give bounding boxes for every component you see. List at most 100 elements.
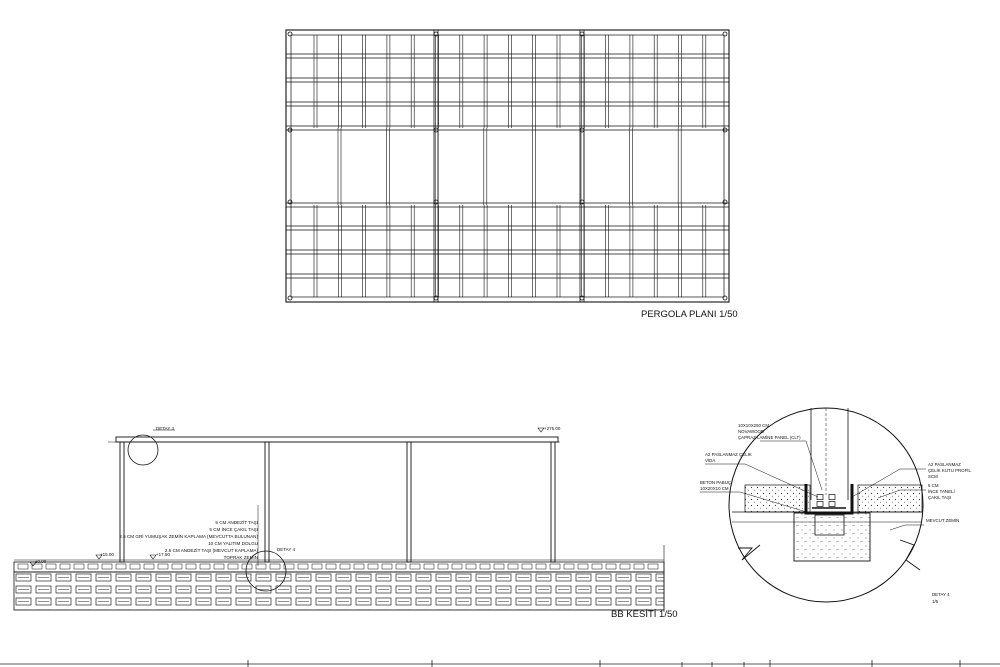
- detail-break-left: [738, 544, 761, 561]
- detail-label: VİDA: [705, 458, 715, 463]
- detail-leader: [851, 468, 926, 498]
- level-zero: ±0.00: [35, 559, 47, 564]
- section-deck-stone: [213, 563, 225, 570]
- section-deck-stone: [493, 563, 505, 570]
- detail-leader: [705, 463, 819, 498]
- plan-post: [579, 199, 585, 205]
- level-marker: [29, 561, 37, 567]
- detail-label: İNCE TANELİ: [928, 489, 955, 494]
- section-column: [119, 441, 125, 563]
- section-deck-stone: [423, 563, 435, 570]
- section-roof-beam: [115, 436, 559, 443]
- section-deck-stone: [227, 563, 239, 570]
- section-deck-stone: [45, 563, 57, 570]
- detail-gravel-left: [744, 484, 811, 513]
- detail-3-callout: [127, 434, 159, 466]
- section-deck-stone: [115, 563, 127, 570]
- section-deck-stone: [31, 563, 43, 570]
- section-deck-stone: [59, 563, 71, 570]
- plan-post: [722, 127, 728, 133]
- section-deck-stone: [283, 563, 295, 570]
- plan-title: PERGOLA PLANI 1/50: [641, 309, 738, 320]
- plan-post: [287, 127, 293, 133]
- section-deck-stone: [339, 563, 351, 570]
- section-deck-stone: [353, 563, 365, 570]
- layer-label: 5 CM ANDEZİT TAŞI: [215, 519, 258, 525]
- section-deck-stone: [157, 563, 169, 570]
- section-deck-stone: [87, 563, 99, 570]
- layer-label: 5 CM İNCE ÇAKIL TAŞI: [209, 526, 258, 532]
- detail-tag: DETAY 4: [932, 592, 950, 597]
- plan-post: [722, 31, 728, 37]
- level-top: +275.00: [544, 426, 561, 431]
- plan-outline: [285, 29, 730, 303]
- detail-leader: [889, 524, 924, 531]
- detail-label: ÇAKIL TAŞI: [928, 495, 951, 500]
- plan-inner-outline: [290, 34, 725, 298]
- section-deck-stone: [619, 563, 631, 570]
- section-deck-stone: [101, 563, 113, 570]
- detail-footing-block: [814, 514, 845, 536]
- level-marker: [95, 554, 103, 560]
- layer-label: 10 CM YALITIM DOLGU: [208, 541, 258, 546]
- section-deck-stone: [143, 563, 155, 570]
- section-deck-stone: [17, 563, 29, 570]
- plan-post: [433, 127, 439, 133]
- detail-4-drawing: [700, 407, 926, 603]
- section-deck-stone: [633, 563, 645, 570]
- plan-post: [433, 31, 439, 37]
- detail-label: ÇAPRAZ LAMİNE PANEL (CLT): [738, 435, 801, 440]
- detail-steel-profile: [804, 484, 854, 515]
- section-deck-stone: [605, 563, 617, 570]
- layer-label: 2.5 CM ANDEZİT TAŞI (MEVCUT KAPLAMA): [165, 547, 259, 553]
- section-deck-stone: [549, 563, 561, 570]
- section-deck-stone: [199, 563, 211, 570]
- plan-post: [579, 127, 585, 133]
- section-deck-stone: [381, 563, 393, 570]
- detail-label: A2 PASLANMAZ: [928, 462, 961, 467]
- plan-post: [579, 295, 585, 301]
- plan-post: [433, 199, 439, 205]
- section-deck-stone: [311, 563, 323, 570]
- pergola-plan-drawing: [285, 29, 730, 303]
- title-block-border: [0, 660, 1000, 667]
- section-ground-brick: [13, 571, 665, 611]
- plan-post: [287, 31, 293, 37]
- detail-leader: [760, 440, 823, 491]
- detail-label: ÇELİK KUTU PROFİL: [928, 468, 971, 473]
- level-marker: [537, 427, 545, 433]
- plan-post: [287, 295, 293, 301]
- detail-leader: [700, 491, 811, 514]
- section-deck-stone: [73, 563, 85, 570]
- section-deck-stone: [325, 563, 337, 570]
- section-deck-stone: [507, 563, 519, 570]
- level-15: +15.00: [100, 552, 114, 557]
- level-marker: [149, 554, 157, 560]
- detail3-tag: DETAY 3: [156, 426, 175, 431]
- section-deck-stone: [185, 563, 197, 570]
- detail-leader: [877, 489, 926, 499]
- section-title: BB KESİTİ 1/50: [611, 609, 678, 620]
- section-deck-stone: [367, 563, 379, 570]
- detail-gravel-right: [857, 484, 923, 513]
- section-deck-stone: [437, 563, 449, 570]
- level-17: +17.50: [156, 552, 170, 557]
- detail-label: MEVCUT ZEMİN: [926, 518, 959, 523]
- layer-label: TOPRAK ZEMİN: [224, 554, 258, 560]
- section-deck-stone: [395, 563, 407, 570]
- detail-label: 10X20X10 CM: [700, 486, 729, 491]
- section-deck-stone: [535, 563, 547, 570]
- detail-bolt: [816, 501, 824, 507]
- detail-concrete-foot: [793, 512, 871, 562]
- detail-bolt: [828, 494, 836, 500]
- section-deck-stone: [451, 563, 463, 570]
- detail-label: 5 CM: [928, 483, 939, 488]
- section-deck: [13, 561, 665, 573]
- plan-post: [722, 295, 728, 301]
- section-column: [264, 441, 270, 563]
- section-deck-stone: [521, 563, 533, 570]
- detail-label: A2 PASLANMAZ ÇELİK: [705, 452, 752, 457]
- plan-post: [722, 199, 728, 205]
- detail4-tag-section: DETAY 4: [277, 547, 296, 552]
